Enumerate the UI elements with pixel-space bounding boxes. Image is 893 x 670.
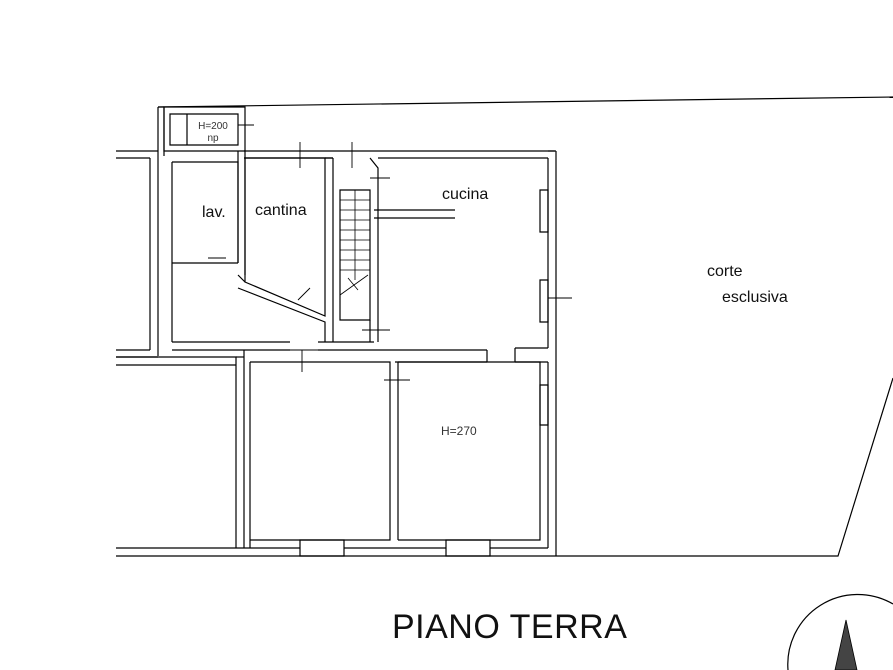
cantina-room: [244, 157, 326, 317]
page-title: PIANO TERRA: [392, 608, 628, 646]
cantina-label: cantina: [255, 202, 307, 219]
corte-label: corte: [707, 263, 743, 280]
room-middle: [250, 361, 399, 541]
room-left: [116, 356, 237, 548]
north-arrow-icon: [834, 619, 858, 670]
courtyard-boundary-right: [556, 377, 893, 557]
corte-esclusiva-label: esclusiva: [722, 289, 788, 306]
shaft-height-label: H=200 np: [188, 121, 238, 145]
courtyard-boundary: [157, 96, 893, 108]
lav-room: [171, 161, 239, 342]
room-height-label: H=270: [441, 424, 477, 438]
lav-label: lav.: [202, 204, 226, 221]
room-right: [398, 361, 541, 541]
outer-wall: [157, 107, 165, 156]
cucina-label: cucina: [442, 186, 489, 203]
shaft-height-text: H=200: [198, 121, 228, 132]
north-arrow-circle: [787, 593, 893, 670]
shaft-note-text: np: [207, 133, 219, 144]
